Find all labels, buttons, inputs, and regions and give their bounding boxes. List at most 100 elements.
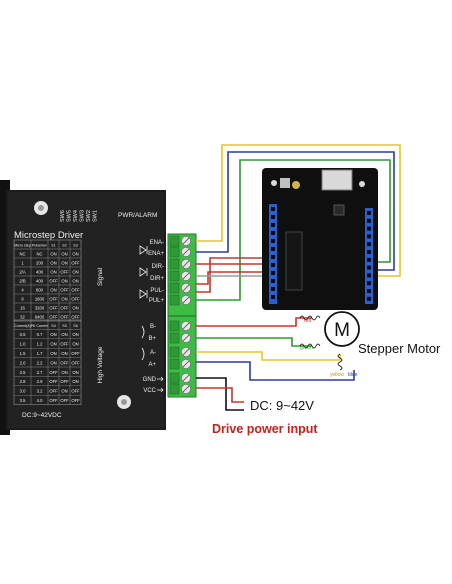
table-cell: 16 bbox=[20, 305, 25, 310]
table-header-cell: Pulse/rev bbox=[32, 243, 47, 247]
wire-label-yellow: yellow bbox=[330, 372, 344, 378]
table-cell: 1 bbox=[21, 260, 24, 265]
table-cell: ON bbox=[61, 389, 67, 394]
table-cell: 3.2 bbox=[37, 389, 43, 394]
table-cell: 2.7 bbox=[37, 370, 43, 375]
table-cell: 3.0 bbox=[20, 389, 26, 394]
table-cell: 0.7 bbox=[37, 332, 43, 337]
power-wires bbox=[196, 377, 244, 411]
table-cell: 2.2 bbox=[37, 360, 43, 365]
table-cell: OFF bbox=[49, 370, 58, 375]
table-cell: ON bbox=[50, 287, 56, 292]
pwr-alarm-label: PWR/ALARM bbox=[118, 212, 157, 219]
left-header bbox=[269, 204, 277, 304]
drive-power-input-label: Drive power input bbox=[212, 422, 318, 436]
table-header-cell: S1 bbox=[51, 243, 55, 247]
table-header-cell: S2 bbox=[62, 243, 66, 247]
table-cell: 400 bbox=[36, 278, 44, 283]
table-cell: OFF bbox=[49, 314, 58, 319]
table-header-cell: S3 bbox=[73, 243, 77, 247]
table-cell: ON bbox=[72, 305, 78, 310]
dip-switch-label: SW4 bbox=[73, 210, 79, 222]
table-cell: OFF bbox=[60, 314, 69, 319]
reset-button bbox=[292, 181, 300, 189]
dip-switch-label: SW6 bbox=[60, 210, 66, 222]
table-cell: OFF bbox=[60, 398, 69, 403]
table-cell: 2.8 bbox=[20, 379, 26, 384]
signal-group-label: Signal bbox=[97, 267, 104, 286]
table-cell: NC bbox=[19, 251, 25, 256]
table-cell: OFF bbox=[49, 296, 58, 301]
table-cell: ON bbox=[72, 370, 78, 375]
signal-terminal-label: PUL+ bbox=[149, 298, 165, 304]
mcu-chip bbox=[285, 231, 303, 291]
table-header-cell: Current(A) bbox=[14, 324, 31, 328]
motor-coils bbox=[299, 315, 343, 371]
table-cell: 3200 bbox=[35, 305, 45, 310]
dip-switch-label: SW2 bbox=[86, 210, 92, 222]
stepper-motor-label: Stepper Motor bbox=[358, 341, 441, 356]
table-cell: ON bbox=[50, 269, 56, 274]
table-cell: OFF bbox=[71, 287, 80, 292]
power-terminal-label: VCC bbox=[143, 388, 156, 394]
terminal-block bbox=[167, 233, 197, 398]
arduino-board bbox=[262, 168, 378, 310]
table-header-cell: Micro step bbox=[14, 243, 31, 247]
table-cell: OFF bbox=[71, 398, 80, 403]
table-cell: ON bbox=[50, 251, 56, 256]
right-header bbox=[365, 208, 373, 304]
dip-switch-label: SW1 bbox=[93, 210, 99, 222]
high-voltage-group-label: High Voltage bbox=[97, 346, 104, 383]
table-cell: 4 bbox=[21, 287, 24, 292]
table-cell: OFF bbox=[71, 360, 80, 365]
wire-label-blue: blue bbox=[348, 372, 358, 378]
power-terminal-label: A+ bbox=[148, 362, 156, 368]
table-cell: ON bbox=[72, 269, 78, 274]
table-cell: ON bbox=[72, 332, 78, 337]
crystal bbox=[333, 204, 345, 216]
table-cell: ON bbox=[72, 342, 78, 347]
table-cell: OFF bbox=[71, 314, 80, 319]
table-cell: 3.5 bbox=[20, 398, 26, 403]
signal-wires bbox=[196, 144, 401, 301]
table-cell: ON bbox=[61, 370, 67, 375]
table-cell: 0.5 bbox=[20, 332, 26, 337]
table-cell: 1.5 bbox=[20, 351, 26, 356]
table-cell: 8 bbox=[21, 296, 24, 301]
table-cell: 2.5 bbox=[20, 370, 26, 375]
power-terminal-label: GND bbox=[143, 377, 157, 383]
table-cell: OFF bbox=[49, 379, 58, 384]
motor-symbol: M bbox=[334, 320, 350, 341]
table-cell: 1.0 bbox=[20, 342, 26, 347]
table-cell: ON bbox=[50, 332, 56, 337]
table-cell: OFF bbox=[60, 305, 69, 310]
table-cell: ON bbox=[61, 278, 67, 283]
table-cell: ON bbox=[61, 332, 67, 337]
usb-connector bbox=[321, 169, 353, 191]
wire-label-green: green bbox=[300, 345, 313, 351]
table-cell: ON bbox=[50, 342, 56, 347]
table-cell: OFF bbox=[49, 305, 58, 310]
table-cell: ON bbox=[61, 351, 67, 356]
table-cell: OFF bbox=[60, 269, 69, 274]
signal-terminal-label: DIR- bbox=[152, 264, 164, 270]
table-cell: 2/B bbox=[19, 278, 25, 283]
table-cell: 800 bbox=[36, 287, 44, 292]
table-cell: 1600 bbox=[35, 296, 45, 301]
table-cell: 200 bbox=[36, 260, 44, 265]
table-cell: OFF bbox=[49, 278, 58, 283]
driver-title: Microstep Driver bbox=[14, 230, 83, 241]
table-cell: 1.7 bbox=[37, 351, 43, 356]
table-header-cell: S5 bbox=[62, 324, 66, 328]
table-cell: OFF bbox=[60, 287, 69, 292]
table-cell: ON bbox=[61, 251, 67, 256]
power-terminal-label: B- bbox=[150, 324, 156, 330]
table-cell: 400 bbox=[36, 269, 44, 274]
signal-terminal-label: ENA+ bbox=[148, 251, 164, 257]
table-cell: OFF bbox=[49, 389, 58, 394]
